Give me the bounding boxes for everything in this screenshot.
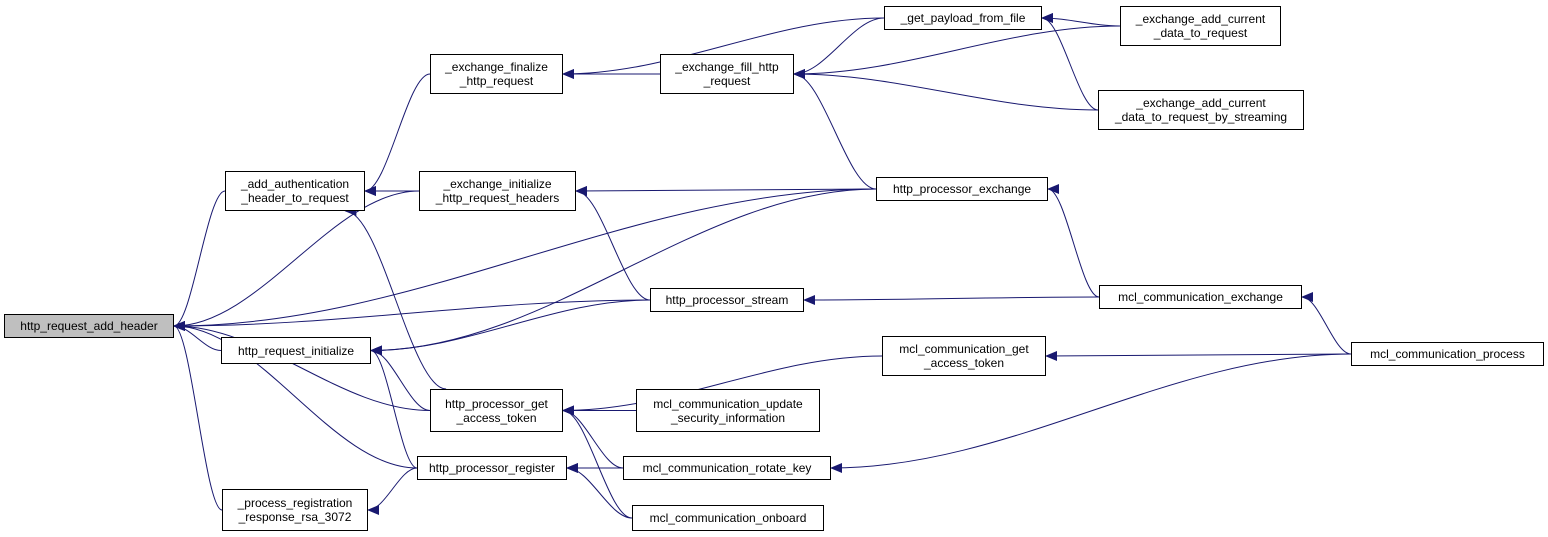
node-label-line: http_processor_stream [665,293,789,307]
edge-proc-stream-to-ex-init-headers [575,186,651,301]
node-label-line: http_request_initialize [237,343,355,358]
node-label-line: http_processor_get [445,396,548,411]
node-get-payload[interactable]: _get_payload_from_file [884,6,1042,30]
edge-mcl-onboard-to-proc-register [566,463,633,519]
edge-mcl-process-to-mcl-exchange [1301,292,1352,355]
edge-proc-reg-rsa-to-root [173,321,223,511]
node-label-line: _exchange_add_current [1136,96,1266,110]
node-label-line: mcl_communication_rotate_key [642,461,812,475]
edge-ex-add-stream-to-get-payload [1041,13,1099,111]
edge-get-payload-to-ex-finalize [562,17,885,79]
edge-mcl-exchange-to-proc-exchange [1047,184,1100,298]
edge-proc-stream-to-root [173,299,651,331]
edge-get-payload-to-ex-fill [793,17,885,79]
edge-proc-stream-to-req-init [370,299,651,356]
node-label-line: _exchange_initialize [443,177,552,191]
node-mcl-update-sec[interactable]: mcl_communication_update_security_inform… [636,389,820,432]
node-proc-get-token[interactable]: http_processor_get_access_token [430,389,563,432]
edge-proc-get-token-to-add-auth [344,206,447,390]
node-ex-add-current[interactable]: _exchange_add_current_data_to_request [1120,6,1281,46]
node-mcl-process[interactable]: mcl_communication_process [1351,342,1544,366]
node-mcl-exchange[interactable]: mcl_communication_exchange [1099,285,1302,309]
edge-mcl-exchange-to-proc-stream [803,294,1100,305]
edge-mcl-rotate-to-proc-get-token [562,405,624,469]
node-label-line: _security_information [670,410,786,425]
node-mcl-get-token[interactable]: mcl_communication_get_access_token [882,336,1046,376]
node-add-auth[interactable]: _add_authentication_header_to_request [225,171,365,211]
edge-proc-get-token-to-req-init [370,345,431,411]
node-label-line: http_request_add_header [20,319,158,333]
node-label-line: _add_authentication [240,177,350,191]
edge-mcl-process-to-mcl-rotate [830,353,1352,473]
node-label-line: http_processor_register [428,461,556,475]
node-label-line: _data_to_request [1153,26,1248,40]
node-mcl-onboard[interactable]: mcl_communication_onboard [632,505,824,531]
node-label-line: mcl_communication_exchange [1118,290,1283,304]
node-ex-fill[interactable]: _exchange_fill_http_request [660,54,794,94]
node-label-line: _response_rsa_3072 [238,510,352,524]
node-label-line: http_processor_exchange [892,182,1032,196]
edge-ex-add-stream-to-ex-fill [793,69,1099,111]
node-proc-stream[interactable]: http_processor_stream [650,288,804,312]
node-proc-exchange[interactable]: http_processor_exchange [876,177,1048,201]
edge-ex-add-current-to-get-payload [1041,13,1121,27]
edge-proc-exchange-to-root [173,188,877,331]
edge-mcl-process-to-mcl-get-token [1045,350,1352,361]
edge-proc-exchange-to-ex-fill [793,69,877,190]
edge-mcl-onboard-to-proc-get-token [562,405,633,519]
node-label-line: _http_request [459,74,534,88]
node-label-line: _exchange_add_current [1135,12,1266,26]
node-label-line: mcl_communication_process [1370,347,1525,361]
node-label-line: _header_to_request [241,191,349,205]
edge-proc-exchange-to-ex-init-headers [575,185,877,196]
edge-proc-register-to-root [173,321,418,469]
node-label-line: _request [703,74,751,88]
node-label-line: _access_token [923,356,1005,370]
node-label-line: _data_to_request_by_streaming [1114,110,1288,124]
edge-ex-init-headers-to-root [173,190,420,331]
node-label-line: _http_request_headers [435,191,560,205]
node-root[interactable]: http_request_add_header [4,314,174,338]
node-ex-finalize[interactable]: _exchange_finalize_http_request [430,54,563,94]
node-label-line: _exchange_fill_http [675,60,779,74]
edge-proc-register-to-req-init [370,345,418,469]
node-req-init[interactable]: http_request_initialize [221,337,371,364]
node-label-line: _get_payload_from_file [900,11,1026,25]
node-label-line: mcl_communication_onboard [649,511,807,525]
edge-mcl-get-token-to-proc-get-token [562,355,883,416]
edge-proc-register-to-proc-reg-rsa [367,467,418,515]
node-label-line: _access_token [456,410,537,425]
node-ex-init-headers[interactable]: _exchange_initialize_http_request_header… [419,171,576,211]
node-proc-register[interactable]: http_processor_register [417,456,567,480]
node-label-line: mcl_communication_get [899,342,1029,356]
edge-ex-add-current-to-ex-fill [793,25,1121,79]
node-label-line: _process_registration [237,496,353,510]
node-ex-add-stream[interactable]: _exchange_add_current_data_to_request_by… [1098,90,1304,130]
node-label-line: mcl_communication_update [653,396,803,411]
edge-proc-get-token-to-root [173,321,431,411]
node-mcl-rotate[interactable]: mcl_communication_rotate_key [623,456,831,480]
edge-proc-exchange-to-req-init [370,188,877,356]
node-label-line: _exchange_finalize [445,60,548,74]
node-proc-reg-rsa[interactable]: _process_registration_response_rsa_3072 [222,489,368,531]
edge-add-auth-to-root [173,190,226,331]
